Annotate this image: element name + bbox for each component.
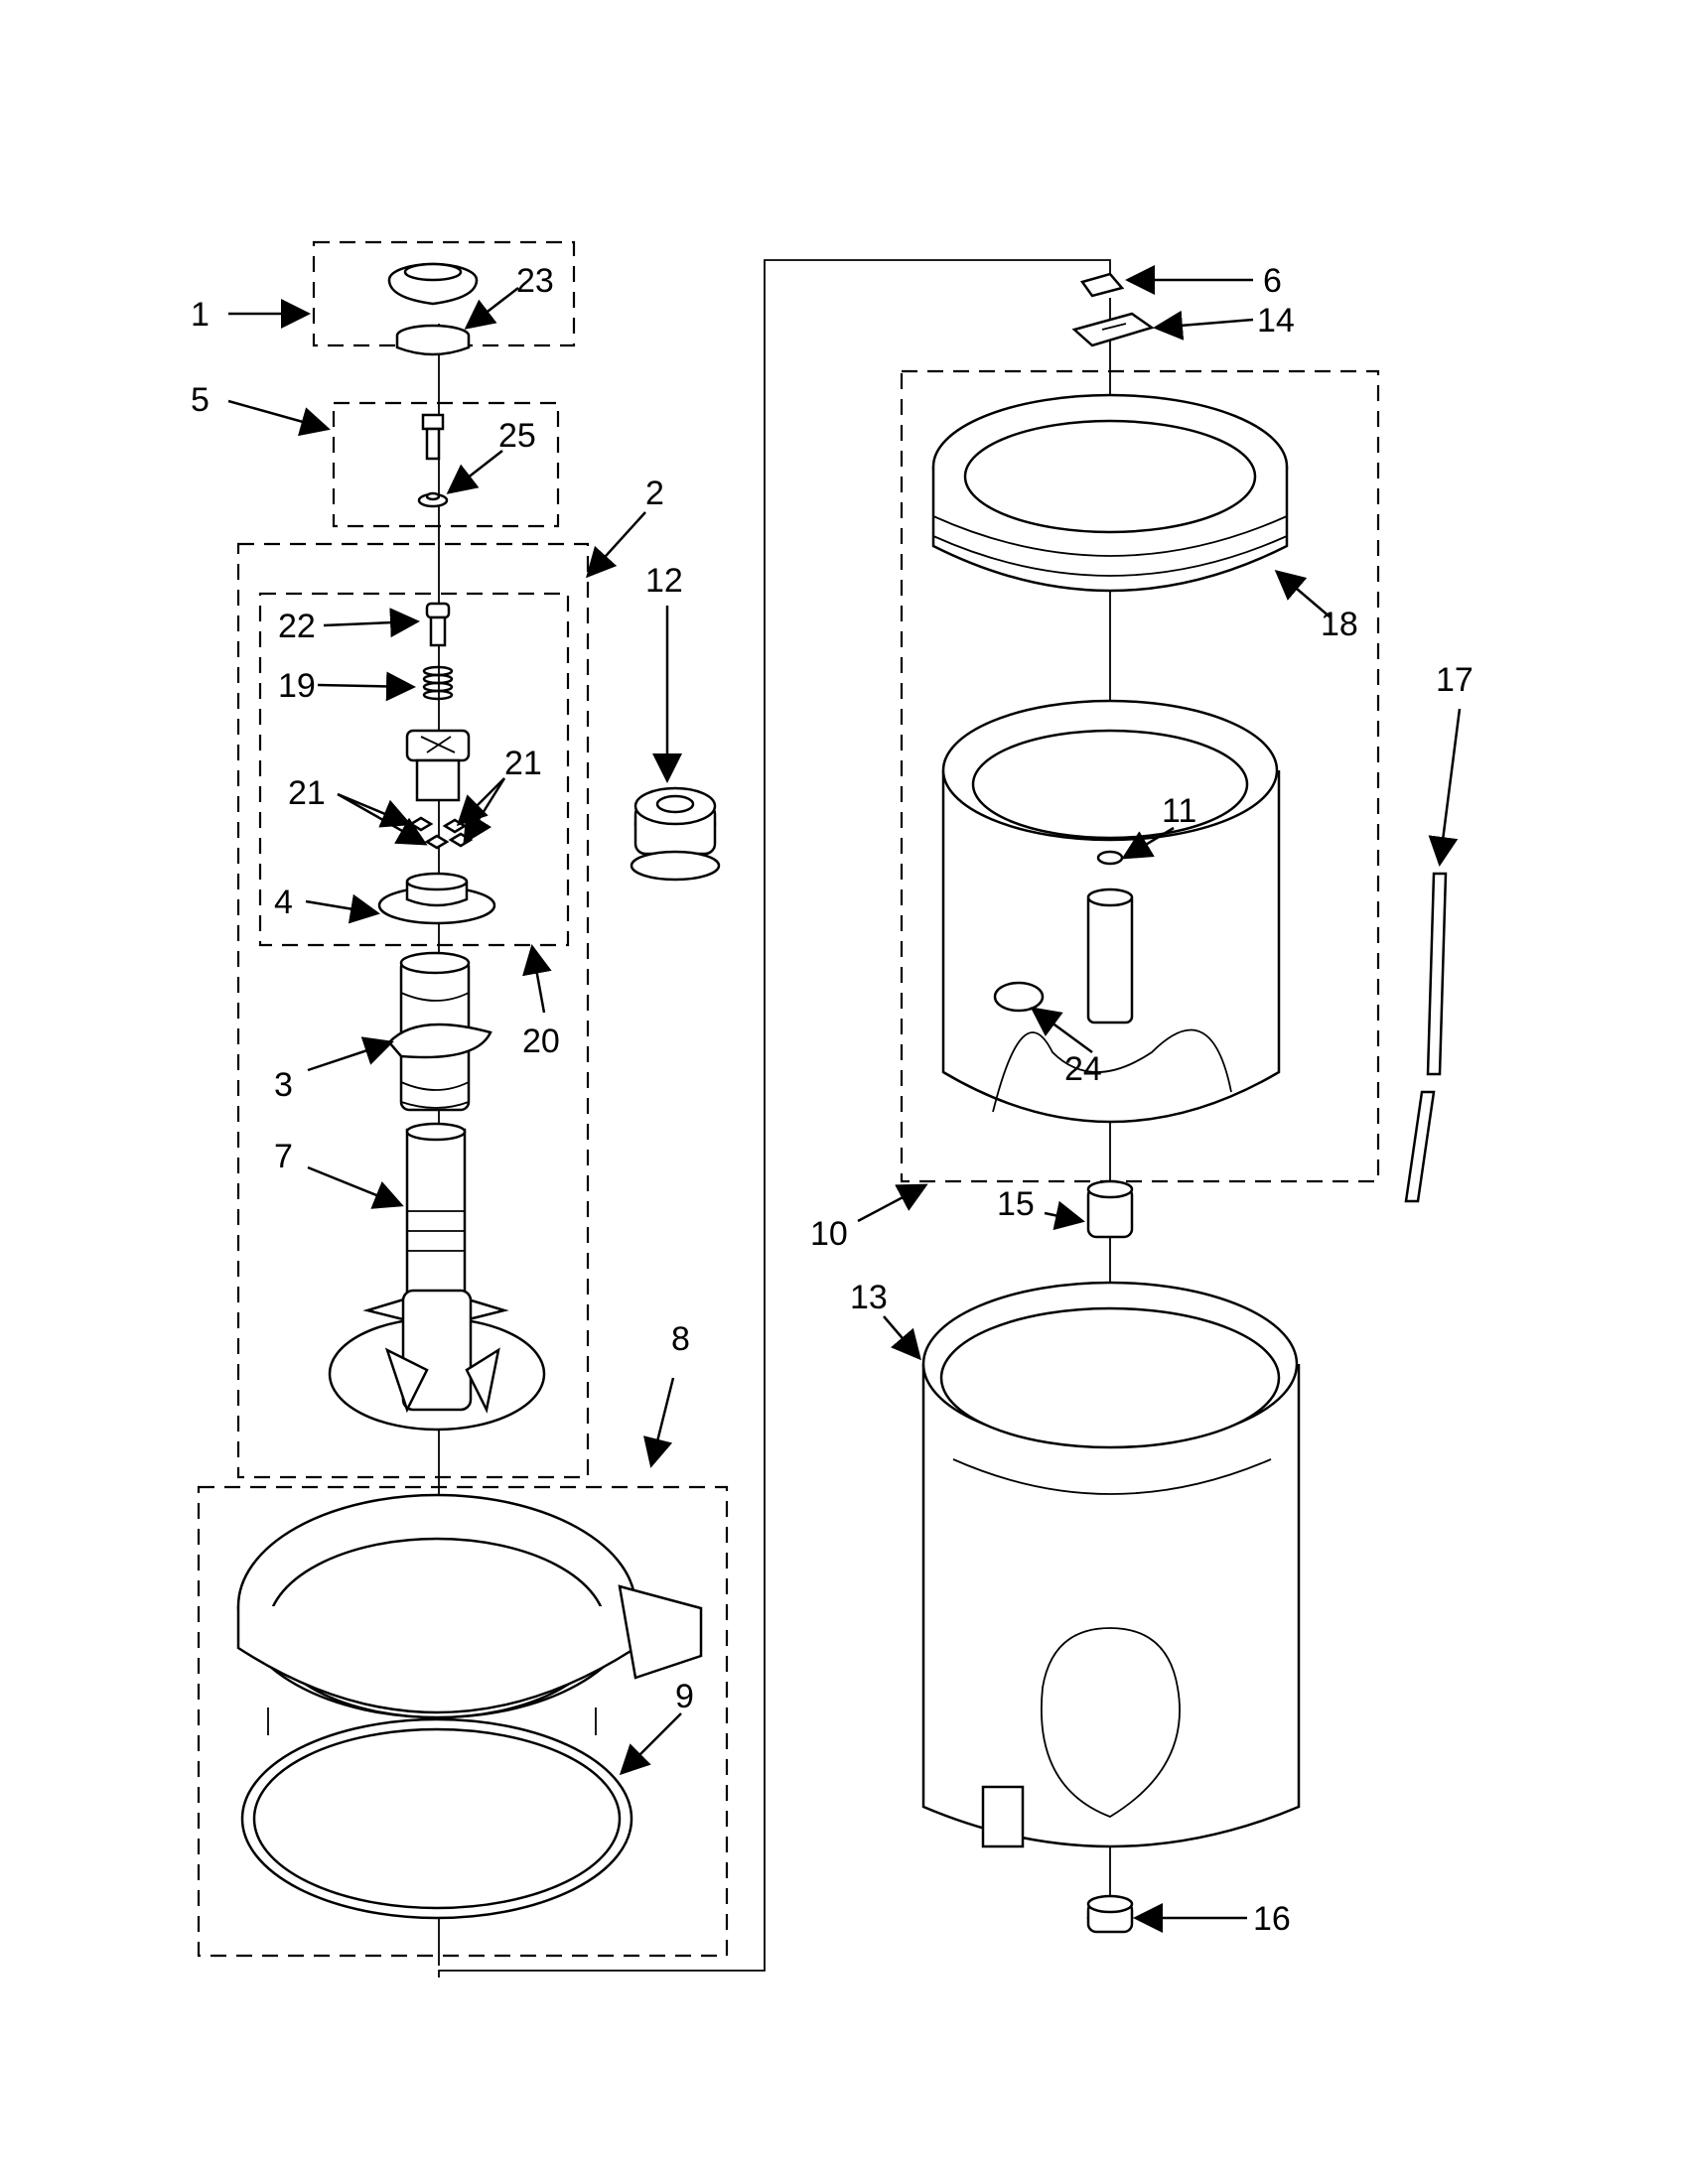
part-hub bbox=[1086, 1179, 1134, 1239]
leader-3 bbox=[307, 1036, 394, 1072]
part-gasket bbox=[240, 1717, 633, 1920]
part-bolt bbox=[421, 413, 445, 461]
leader-21b-2 bbox=[463, 777, 506, 845]
group-box-5 bbox=[332, 401, 560, 528]
label-16: 16 bbox=[1253, 1900, 1291, 1938]
label-14: 14 bbox=[1257, 302, 1295, 340]
leader-2 bbox=[585, 511, 646, 579]
leader-21a-2 bbox=[337, 792, 428, 846]
leader-21a-1 bbox=[337, 792, 412, 828]
connector-line bbox=[438, 259, 1111, 1978]
group-box-10 bbox=[900, 369, 1380, 1183]
part-cam bbox=[405, 729, 471, 802]
label-20: 20 bbox=[522, 1023, 560, 1060]
part-outer-tub bbox=[921, 1281, 1301, 1848]
part-basket bbox=[941, 699, 1281, 1124]
label-25: 25 bbox=[498, 417, 536, 455]
group-box-8 bbox=[197, 1485, 729, 1958]
part-bearing bbox=[630, 786, 721, 882]
part-plate bbox=[1071, 312, 1155, 347]
label-13: 13 bbox=[850, 1279, 888, 1316]
part-agitator bbox=[328, 1122, 546, 1432]
leader-10 bbox=[857, 1183, 928, 1223]
part-drain-plug bbox=[1086, 1894, 1134, 1934]
leader-18 bbox=[1274, 570, 1332, 618]
leader-4 bbox=[305, 893, 380, 924]
label-8: 8 bbox=[671, 1320, 690, 1358]
leader-8 bbox=[642, 1377, 675, 1468]
leader-15 bbox=[1044, 1200, 1085, 1231]
part-hose bbox=[1404, 872, 1448, 1203]
leader-17 bbox=[1428, 708, 1462, 867]
label-19: 19 bbox=[278, 667, 316, 705]
part-cap bbox=[387, 262, 479, 306]
leader-13 bbox=[883, 1315, 921, 1361]
label-5: 5 bbox=[191, 381, 210, 419]
leader-5 bbox=[227, 399, 331, 437]
part-pin bbox=[425, 602, 451, 647]
part-auger bbox=[387, 951, 492, 1112]
part-dog-ring bbox=[377, 872, 496, 925]
label-7: 7 bbox=[274, 1138, 293, 1175]
label-21-left: 21 bbox=[288, 774, 326, 812]
leader-22 bbox=[323, 608, 420, 638]
label-21-right: 21 bbox=[504, 745, 542, 782]
part-tub-ring bbox=[236, 1493, 703, 1777]
label-1: 1 bbox=[191, 296, 210, 334]
label-22: 22 bbox=[278, 608, 316, 645]
label-23: 23 bbox=[516, 262, 554, 300]
part-balance-ring bbox=[931, 393, 1289, 593]
group-box-2 bbox=[236, 542, 590, 1479]
label-24: 24 bbox=[1064, 1050, 1102, 1088]
leader-14 bbox=[1153, 310, 1254, 341]
leader-11 bbox=[1121, 826, 1175, 860]
leader-19 bbox=[317, 671, 416, 702]
label-3: 3 bbox=[274, 1066, 293, 1104]
leader-25 bbox=[446, 450, 503, 494]
label-17: 17 bbox=[1436, 661, 1474, 699]
leader-9 bbox=[619, 1712, 682, 1776]
label-10: 10 bbox=[810, 1215, 848, 1253]
label-6: 6 bbox=[1263, 262, 1282, 300]
part-clip bbox=[1079, 272, 1125, 298]
leader-7 bbox=[307, 1165, 404, 1209]
leader-23 bbox=[464, 287, 519, 330]
label-4: 4 bbox=[274, 884, 293, 921]
label-11: 11 bbox=[1162, 792, 1196, 830]
label-15: 15 bbox=[997, 1185, 1035, 1223]
label-12: 12 bbox=[645, 562, 683, 600]
group-box-20 bbox=[258, 592, 570, 947]
leader-20 bbox=[522, 944, 552, 1014]
part-spring bbox=[422, 665, 454, 701]
label-9: 9 bbox=[675, 1678, 694, 1715]
part-cap-ring bbox=[395, 324, 471, 356]
leader-24 bbox=[1030, 1007, 1093, 1054]
part-washer bbox=[417, 491, 449, 508]
label-2: 2 bbox=[645, 475, 664, 512]
label-18: 18 bbox=[1321, 606, 1358, 643]
